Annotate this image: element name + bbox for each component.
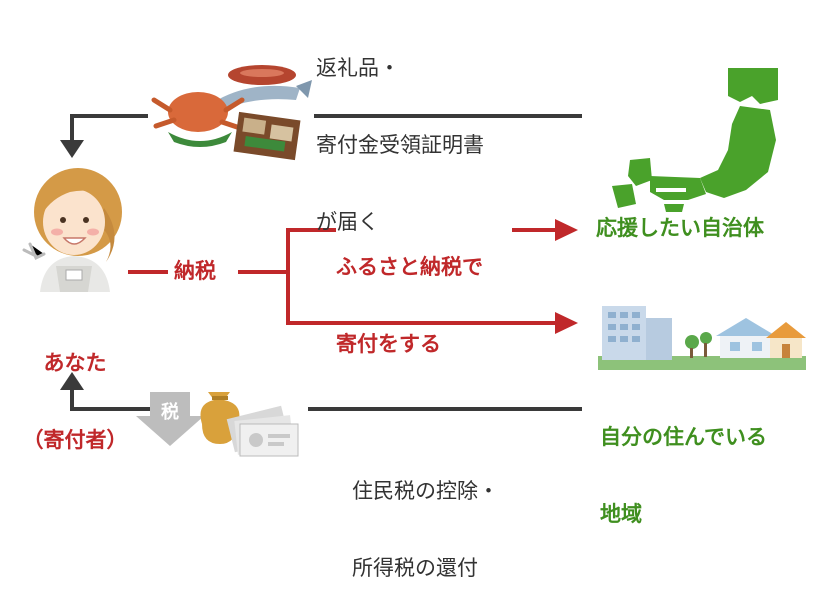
return-gift-note: 返礼品・ 寄付金受領証明書 が届く bbox=[316, 5, 484, 261]
you-label-line2: （寄付者） bbox=[22, 428, 128, 453]
donation-label-line1: ふるさと納税で bbox=[336, 255, 483, 280]
person-avatar-icon bbox=[22, 168, 122, 292]
tax-refund-note: 住民税の控除・ 所得税の還付 bbox=[352, 428, 499, 607]
japan-map-icon bbox=[612, 68, 778, 212]
tax-money-icon: 税 bbox=[136, 392, 299, 457]
you-label: あなた （寄付者） bbox=[0, 300, 150, 479]
tax-flow-arrows bbox=[128, 219, 578, 334]
donation-label: ふるさと納税で 寄付をする bbox=[336, 204, 483, 383]
return-gift-arrow bbox=[60, 114, 582, 158]
you-label-line1: あなた bbox=[43, 351, 107, 376]
tax-refund-arrow bbox=[60, 372, 582, 411]
hometown-label-line2: 地域 bbox=[600, 502, 642, 527]
tax-refund-note-line2: 所得税の還付 bbox=[352, 556, 478, 581]
hometown-label-line1: 自分の住んでいる bbox=[600, 425, 767, 450]
return-gift-note-line1: 返礼品・ bbox=[316, 56, 400, 81]
arrow-head-support bbox=[555, 219, 578, 241]
donation-label-line2: 寄付をする bbox=[336, 332, 441, 357]
city-town-icon bbox=[598, 306, 806, 370]
tax-stamp-text: 税 bbox=[161, 401, 179, 423]
gift-seafood-icon bbox=[151, 65, 312, 161]
tax-refund-note-line1: 住民税の控除・ bbox=[352, 479, 499, 504]
tax-label: 納税 bbox=[174, 259, 216, 283]
arrow-head-hometown bbox=[555, 312, 578, 334]
return-gift-note-line2: 寄付金受領証明書 bbox=[316, 133, 484, 158]
diagram-canvas: 税 bbox=[22, 65, 806, 457]
support-municipality-label: 応援したい自治体 bbox=[596, 216, 764, 240]
hometown-label: 自分の住んでいる 地域 bbox=[600, 374, 767, 553]
return-gift-note-line3: が届く bbox=[316, 209, 379, 234]
furusato-tax-diagram: 税 返礼品・ 寄付金受領証明書 が届く ふるさと納税で 寄付をする 納税 あなた… bbox=[0, 5, 806, 580]
